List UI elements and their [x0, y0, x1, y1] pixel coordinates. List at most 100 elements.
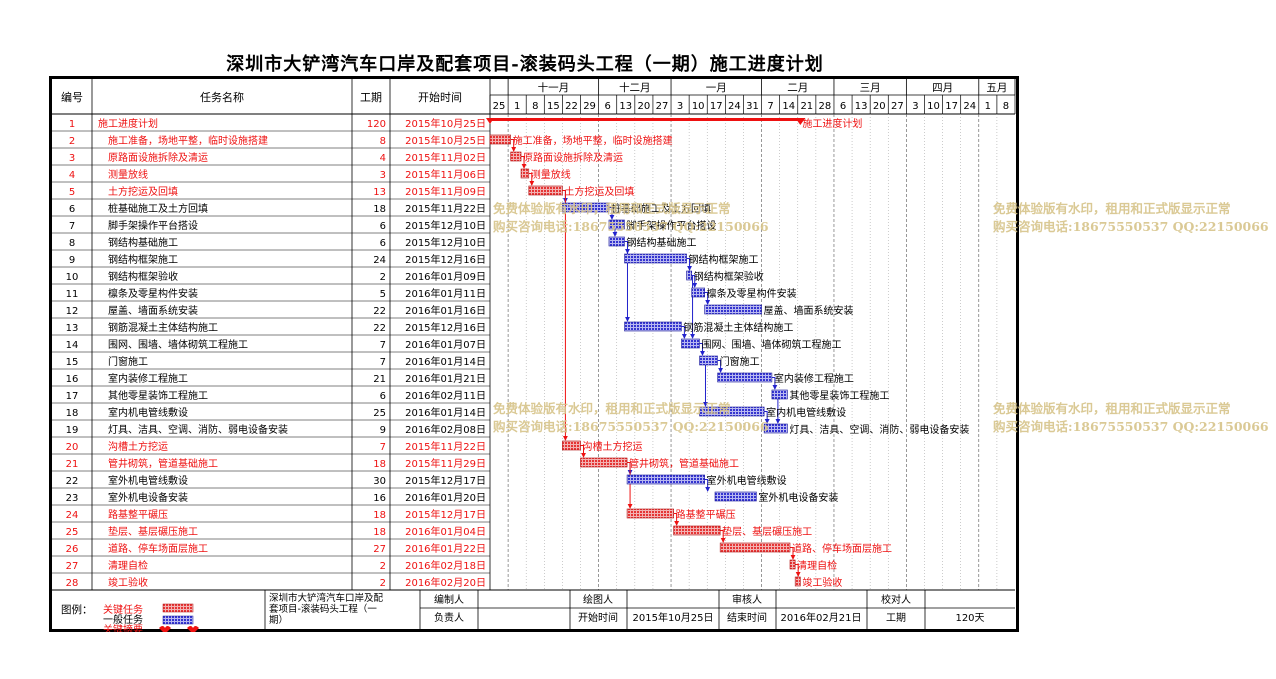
footer-checked-by: 校对人	[881, 593, 911, 606]
task-no: 6	[69, 204, 75, 215]
task-name: 其他零星装饰工程施工	[108, 389, 208, 402]
task-no: 24	[66, 510, 79, 521]
task-no: 3	[69, 153, 75, 164]
week-label: 1	[514, 101, 520, 112]
task-duration: 120	[367, 119, 386, 130]
gantt-bar	[789, 559, 796, 570]
gantt-bar-label: 路基整平碾压	[676, 508, 736, 521]
gantt-bar	[717, 372, 773, 383]
task-no: 15	[66, 357, 79, 368]
dependency-link	[624, 241, 630, 322]
watermark-3: 免费体验版有水印，租用和正式版显示正常 购买咨询电话:18675550537 Q…	[493, 400, 769, 436]
dependency-link	[790, 547, 796, 560]
task-no: 16	[66, 374, 79, 385]
dependency-link	[720, 530, 726, 543]
gantt-bar-label: 测量放线	[531, 168, 571, 181]
dependency-link	[717, 360, 724, 373]
dependency-link	[627, 462, 633, 509]
task-no: 20	[66, 442, 79, 453]
week-label: 24	[963, 101, 976, 112]
month-label: 三月	[860, 82, 881, 94]
week-label: 17	[710, 101, 723, 112]
task-start: 2015年12月16日	[405, 321, 486, 334]
gantt-bar-label: 原路面设施拆除及清运	[523, 151, 623, 164]
gantt-bar	[704, 304, 762, 315]
dependency-link	[795, 564, 801, 577]
week-label: 28	[819, 101, 832, 112]
task-name: 路基整平碾压	[108, 508, 168, 521]
task-start: 2015年11月29日	[405, 457, 486, 470]
month-label: 五月	[986, 82, 1007, 94]
task-start: 2015年12月17日	[405, 508, 486, 521]
legend-critical-swatch	[162, 603, 194, 613]
gantt-bar-label: 施工准备，场地平整，临时设施搭建	[513, 134, 673, 147]
week-label: 3	[912, 101, 918, 112]
gantt-bar-label: 土方挖运及回填	[564, 185, 634, 198]
week-label: 8	[532, 101, 538, 112]
task-name: 道路、停车场面层施工	[108, 542, 208, 555]
gantt-bar-label: 室内装修工程施工	[774, 372, 854, 385]
gantt-bar	[528, 185, 563, 196]
task-name: 垫层、基层碾压施工	[108, 525, 198, 538]
task-start: 2016年02月08日	[405, 423, 486, 436]
gantt-bar	[719, 542, 791, 553]
gantt-bar-label: 施工进度计划	[802, 117, 862, 130]
gantt-bar	[608, 236, 625, 247]
task-name: 围网、围墙、墙体砌筑工程施工	[108, 338, 248, 351]
gantt-bar-label: 钢结构框架验收	[694, 270, 764, 283]
dependency-link	[771, 377, 778, 390]
task-no: 27	[66, 561, 79, 572]
task-start: 2015年11月06日	[405, 168, 486, 181]
week-label: 17	[945, 101, 958, 112]
task-no: 19	[66, 425, 79, 436]
task-duration: 2	[380, 272, 386, 283]
page-title: 深圳市大铲湾汽车口岸及配套项目-滚装码头工程（一期）施工进度计划	[226, 54, 824, 75]
task-no: 21	[66, 459, 79, 470]
footer-reviewed-by: 审核人	[732, 593, 762, 606]
task-start: 2015年10月25日	[405, 117, 486, 130]
gantt-bar-label: 钢筋混凝土主体结构施工	[683, 321, 793, 334]
week-label: 10	[692, 101, 705, 112]
watermark-2: 免费体验版有水印，租用和正式版显示正常 购买咨询电话:18675550537 Q…	[993, 200, 1269, 236]
legend-milestone-icon	[159, 626, 171, 632]
gantt-bar	[699, 406, 765, 417]
task-no: 11	[66, 289, 79, 300]
dependency-link	[562, 190, 568, 441]
gantt-bar	[562, 440, 581, 451]
dependency-link	[699, 343, 705, 356]
task-no: 28	[66, 578, 79, 589]
month-label: 十二月	[619, 81, 651, 94]
week-label: 3	[677, 101, 683, 112]
gantt-bar	[673, 525, 721, 536]
dependency-link	[686, 258, 693, 271]
task-duration: 18	[373, 527, 386, 538]
dependency-link	[704, 479, 711, 492]
task-name: 室外机电管线敷设	[108, 474, 188, 487]
gantt-bar-label: 竣工验收	[802, 576, 842, 589]
gantt-bar-label: 钢结构基础施工	[626, 236, 696, 249]
gantt-summary-bar	[490, 118, 801, 121]
legend-critical-text: 关键任务	[103, 603, 143, 616]
task-start: 2015年10月25日	[405, 134, 486, 147]
task-start: 2016年01月20日	[405, 491, 486, 504]
task-name: 竣工验收	[108, 576, 148, 589]
dependency-link	[673, 513, 680, 526]
header-no: 编号	[61, 90, 83, 104]
gantt-bar-label: 门窗施工	[720, 355, 760, 368]
task-no: 25	[66, 527, 79, 538]
footer-end-value: 2016年02月21日	[781, 611, 862, 624]
task-no: 26	[66, 544, 79, 555]
task-no: 10	[66, 272, 79, 283]
gantt-bar-label: 脚手架操作平台搭设	[626, 219, 716, 232]
task-name: 室内机电管线敷设	[108, 406, 188, 419]
task-duration: 6	[380, 238, 386, 249]
task-start: 2015年11月09日	[405, 185, 486, 198]
task-start: 2015年11月22日	[405, 202, 486, 215]
dependency-link	[528, 173, 535, 186]
task-no: 22	[66, 476, 79, 487]
gantt-bar	[562, 202, 610, 213]
dependency-link	[764, 411, 770, 424]
task-start: 2016年02月18日	[405, 559, 486, 572]
task-start: 2015年12月10日	[405, 236, 486, 249]
